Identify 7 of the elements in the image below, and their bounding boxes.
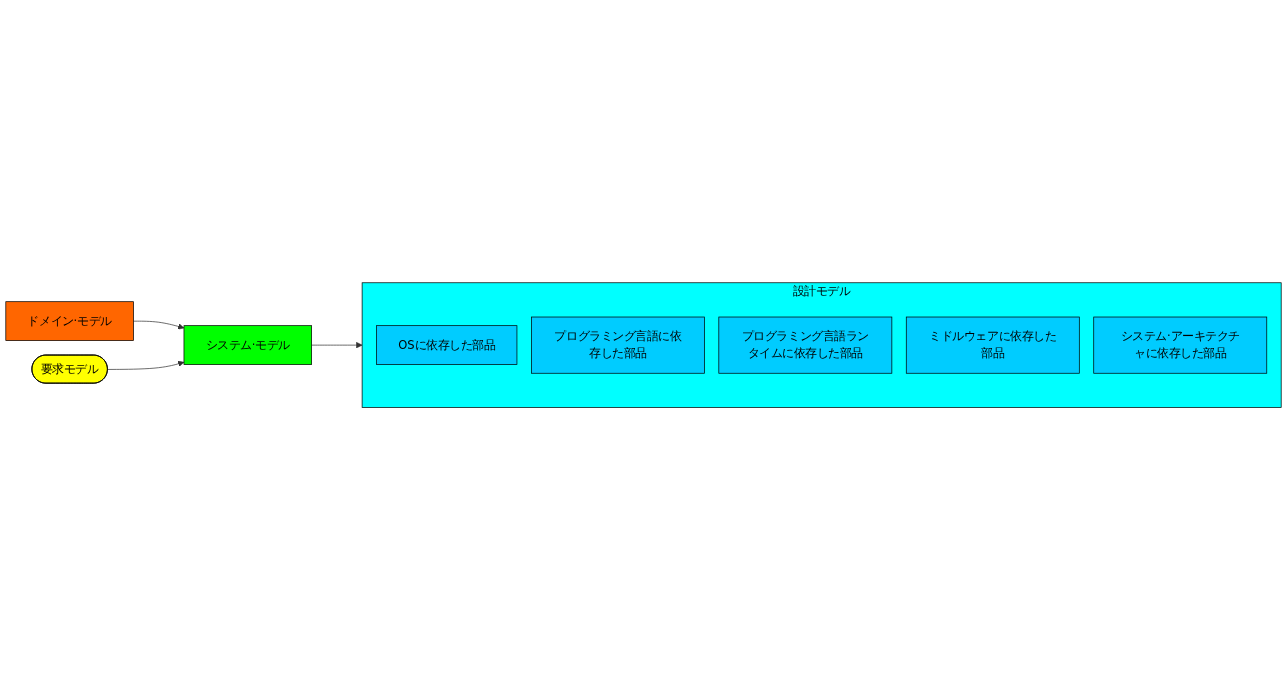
node-box: プログラミング言語に依存した部品 (531, 317, 705, 374)
node-box: プログラミング言語ランタイムに依存した部品 (718, 317, 893, 374)
node-box: ドメイン·モデル (5, 301, 134, 342)
node-box: システム·アーキテクチャに依存した部品 (1093, 317, 1268, 374)
node-box: OSに依存した部品 (376, 325, 518, 366)
node-box: システム·モデル (183, 325, 312, 366)
node-box: ミドルウェアに依存した部品 (905, 317, 1080, 374)
